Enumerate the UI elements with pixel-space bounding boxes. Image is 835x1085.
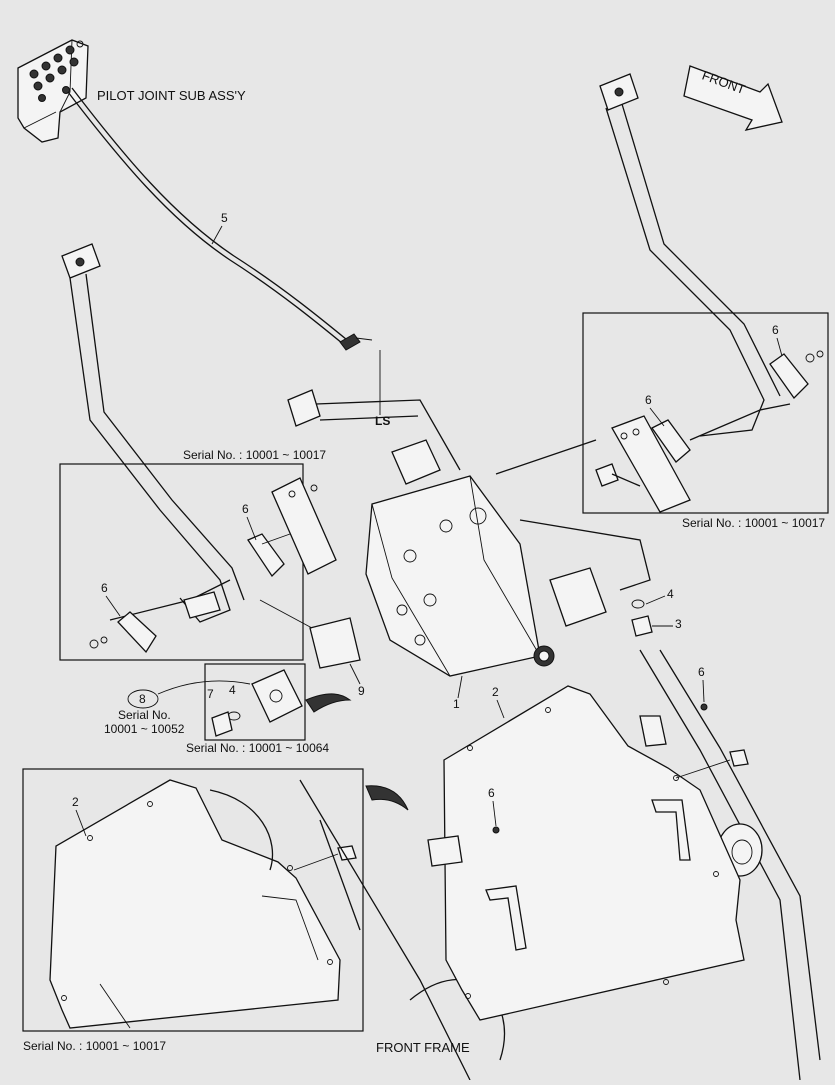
callout-1: 1 bbox=[453, 697, 460, 711]
callout-6-left-top: 6 bbox=[242, 502, 249, 516]
callout-4-right: 4 bbox=[667, 587, 674, 601]
front-frame-label: FRONT FRAME bbox=[376, 1040, 470, 1055]
left-inset-parts bbox=[89, 477, 337, 654]
arrow-to-plate bbox=[365, 785, 409, 811]
callout-2-main: 2 bbox=[492, 685, 499, 699]
callout-5: 5 bbox=[221, 211, 228, 225]
front-arrow bbox=[683, 65, 783, 131]
left-tube bbox=[61, 243, 245, 623]
callout-9: 9 bbox=[358, 684, 365, 698]
pilot-joint-label: PILOT JOINT SUB ASS'Y bbox=[97, 88, 246, 103]
callout-6-plate-mid: 6 bbox=[488, 786, 495, 800]
callout-2-inset: 2 bbox=[72, 795, 79, 809]
pilot-hose bbox=[67, 87, 381, 415]
serial-right-box: Serial No. : 10001 ~ 10017 bbox=[682, 516, 825, 530]
callout-6-right-mid: 6 bbox=[645, 393, 652, 407]
inset-cover-plate bbox=[49, 779, 361, 1029]
small-box-parts bbox=[211, 669, 352, 737]
serial-bottom-box: Serial No. : 10001 ~ 10017 bbox=[23, 1039, 166, 1053]
callout-6-right-top: 6 bbox=[772, 323, 779, 337]
serial-8-line2: 10001 ~ 10052 bbox=[104, 722, 185, 736]
callout-6-left-bottom: 6 bbox=[101, 581, 108, 595]
bottom-inset-box bbox=[22, 768, 364, 1032]
right-inset-parts bbox=[595, 350, 824, 513]
small-inset-box bbox=[204, 663, 306, 741]
plug-and-oring-right bbox=[631, 599, 653, 637]
pilot-joint-bracket bbox=[17, 39, 89, 143]
callout-4-small: 4 bbox=[229, 683, 236, 697]
serial-small-box: Serial No. : 10001 ~ 10064 bbox=[186, 741, 329, 755]
callout-7: 7 bbox=[207, 687, 214, 701]
callout-6-plate-right: 6 bbox=[698, 665, 705, 679]
control-valve bbox=[259, 389, 651, 677]
callout-3: 3 bbox=[675, 617, 682, 631]
right-tube bbox=[599, 73, 781, 437]
serial-left-box: Serial No. : 10001 ~ 10017 bbox=[183, 448, 326, 462]
serial-8-line1: Serial No. bbox=[118, 708, 171, 722]
ls-label: LS bbox=[375, 414, 390, 428]
main-cover-plate bbox=[427, 685, 745, 1021]
callout-8-circle bbox=[127, 689, 159, 709]
callout-8: 8 bbox=[139, 692, 146, 706]
right-inset-box bbox=[582, 312, 829, 514]
